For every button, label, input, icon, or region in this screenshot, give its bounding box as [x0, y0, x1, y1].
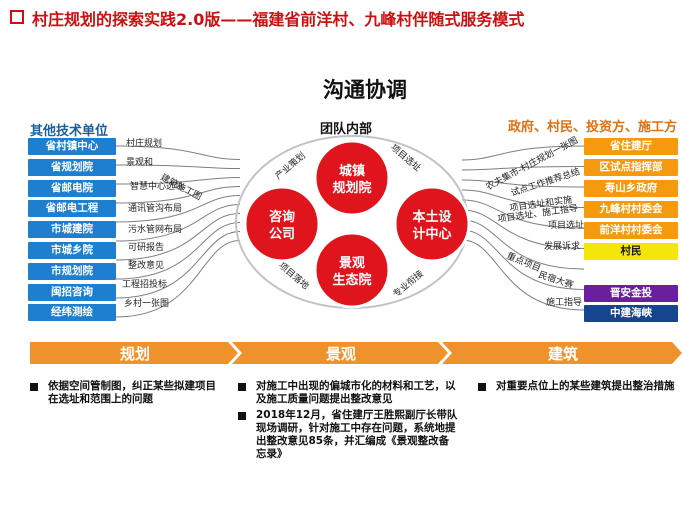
note-text: 依据空间管制图，纠正某些拟建项目在选址和范围上的问题 — [48, 380, 216, 405]
left-link-label: 智慧中心选址 — [130, 180, 184, 192]
left-heading: 其他技术单位 — [30, 124, 109, 139]
right-connector — [461, 189, 585, 208]
left-link-label: 景观和 — [126, 157, 153, 168]
left-link-label: 工程招投标 — [122, 278, 167, 290]
middle-heading: 团队内部 — [320, 122, 373, 137]
connector-lines — [115, 145, 585, 318]
team-circle-label: 景观 — [339, 256, 365, 271]
note-item: 对施工中出现的偏城市化的材料和工艺，以及施工质量问题提出整改意见 — [238, 380, 458, 406]
left-connector — [115, 231, 241, 299]
left-unit-box: 经纬测绘 — [28, 304, 116, 322]
square-bullet-icon — [10, 10, 24, 24]
ring-label: 专业衔接 — [390, 268, 425, 300]
left-link-label: 村庄规划 — [126, 137, 162, 149]
center-heading: 沟通协调 — [323, 78, 407, 102]
team-circle — [243, 185, 321, 263]
note-text: 对重要点位上的某些建筑提出整治措施 — [496, 380, 675, 392]
left-link-label: 整改意见 — [128, 259, 164, 271]
right-connector — [461, 199, 585, 229]
right-party-box: 村民 — [584, 243, 678, 260]
bullet-icon — [238, 383, 246, 391]
bullet-icon — [238, 412, 246, 420]
left-connector — [115, 222, 241, 280]
left-link-label: 通讯管沟布局 — [128, 202, 182, 214]
right-connector — [461, 166, 585, 171]
left-unit-box: 省邮电院 — [28, 179, 116, 197]
left-unit-box: 市城建院 — [28, 221, 116, 239]
team-circle — [393, 185, 471, 263]
right-party-box: 区试点指挥部 — [584, 159, 678, 176]
notes-planning: 依据空间管制图，纠正某些拟建项目在选址和范围上的问题 — [30, 380, 220, 409]
left-unit-box: 市城乡院 — [28, 242, 116, 259]
left-connector — [115, 213, 241, 261]
note-text: 对施工中出现的偏城市化的材料和工艺，以及施工质量问题提出整改意见 — [256, 380, 456, 405]
left-connector — [115, 145, 241, 160]
phase-label: 规划 — [120, 345, 150, 363]
title-text: 村庄规划的探索实践2.0版——福建省前洋村、九峰村伴随式服务模式 — [32, 10, 525, 29]
left-unit-box: 省规划院 — [28, 158, 116, 176]
team-circle-label: 计中心 — [412, 226, 451, 242]
team-circle — [313, 231, 391, 309]
bullet-icon — [478, 383, 486, 391]
note-item: 依据空间管制图，纠正某些拟建项目在选址和范围上的问题 — [30, 380, 220, 406]
left-connector — [115, 204, 241, 242]
right-party-box: 晋安金投 — [584, 285, 678, 302]
phase-segment — [442, 342, 682, 364]
team-circle-label: 规划院 — [332, 180, 371, 196]
left-unit-box: 闽招咨询 — [28, 283, 116, 301]
note-item: 2018年12月，省住建厅王胜熙副厅长带队现场调研，针对施工中存在问题，系统地提… — [238, 409, 458, 461]
phase-label: 景观 — [326, 345, 356, 363]
right-connector — [461, 179, 585, 188]
right-link-label: 项目选址 — [548, 219, 584, 231]
left-connector — [115, 186, 241, 204]
notes-landscape: 对施工中出现的偏城市化的材料和工艺，以及施工质量问题提出整改意见 2018年12月… — [238, 380, 458, 464]
note-text: 2018年12月，省住建厅王胜熙副厅长带队现场调研，针对施工中存在问题，系统地提… — [256, 409, 458, 460]
page-title: 村庄规划的探索实践2.0版——福建省前洋村、九峰村伴随式服务模式 — [10, 6, 690, 36]
ring-label: 产业策划 — [272, 150, 307, 182]
left-unit-box: 市规划院 — [28, 262, 116, 280]
left-connector — [115, 164, 241, 169]
left-connector — [115, 177, 241, 185]
right-link-label: 民宿大赛 — [537, 268, 575, 291]
team-circle-label: 公司 — [269, 227, 295, 242]
right-heading: 政府、村民、投资方、施工方 — [508, 120, 678, 135]
right-connector — [461, 239, 585, 311]
left-unit-box: 省邮电工程 — [28, 200, 116, 218]
right-link-label: 施工指导 — [546, 296, 582, 308]
right-party-box: 中建海峡 — [584, 305, 678, 322]
right-link-label: 重点项目 — [505, 250, 543, 275]
team-circle-label: 生态院 — [332, 272, 371, 288]
right-link-label: 发展诉求 — [544, 240, 580, 252]
left-link-label: 可研报告 — [128, 241, 164, 253]
note-item: 对重要点位上的某些建筑提出整治措施 — [478, 380, 688, 393]
phase-label: 建筑 — [548, 345, 578, 363]
ring-label: 项目落地 — [276, 260, 311, 292]
right-connector — [461, 219, 585, 270]
left-connector — [115, 195, 241, 223]
left-unit-box: 省村镇中心 — [28, 138, 116, 155]
left-link-label: 乡村一张图 — [124, 297, 169, 309]
right-connector — [461, 209, 585, 249]
team-circle-label: 城镇 — [339, 163, 365, 179]
left-connector — [115, 240, 241, 318]
left-link-label: 污水管网布局 — [128, 223, 182, 235]
team-circle — [313, 139, 391, 217]
right-party-box: 前洋村村委会 — [584, 222, 678, 239]
team-circle-label: 咨询 — [269, 209, 295, 225]
right-party-box: 省住建厅 — [584, 138, 678, 155]
notes-architecture: 对重要点位上的某些建筑提出整治措施 — [478, 380, 688, 396]
bullet-icon — [30, 383, 38, 391]
phase-segment — [232, 342, 448, 364]
right-party-box: 九峰村村委会 — [584, 201, 678, 218]
right-party-box: 寿山乡政府 — [584, 180, 678, 197]
right-connector — [461, 145, 585, 161]
team-circle-label: 本土设 — [412, 209, 452, 225]
phase-bar: 规划 景观 建筑 — [30, 342, 682, 364]
right-connector — [461, 229, 585, 290]
phase-segment — [30, 342, 238, 364]
